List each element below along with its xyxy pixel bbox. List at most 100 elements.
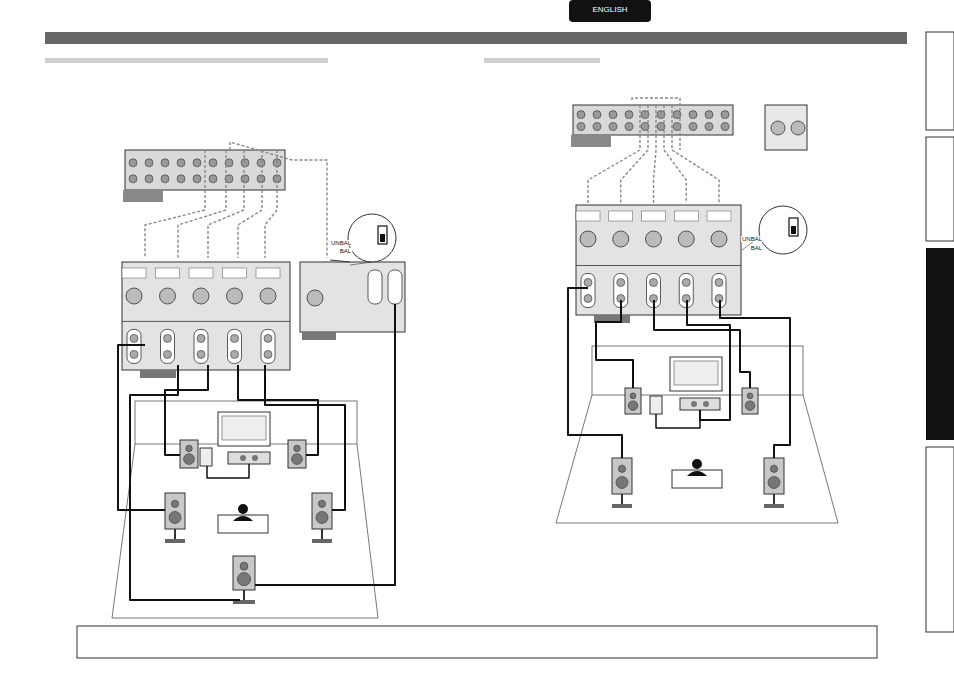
jack [193, 159, 201, 167]
side-tab-active [926, 248, 954, 440]
foot [140, 370, 176, 378]
woofer [768, 476, 780, 488]
room-floor [556, 395, 838, 523]
speaker-wire [118, 345, 165, 510]
binding-post [194, 329, 208, 363]
post [197, 350, 205, 358]
binding-post [161, 329, 175, 363]
jack [241, 175, 249, 183]
post [164, 350, 172, 358]
jack [593, 123, 601, 131]
jack-plate [707, 211, 731, 221]
post [617, 279, 625, 287]
speaker [180, 440, 198, 468]
subheading-bar [45, 58, 328, 63]
shadow [571, 135, 611, 147]
signal-cable [621, 105, 648, 203]
speaker-wire [255, 304, 395, 585]
power-amplifier [576, 205, 741, 315]
jack [721, 123, 729, 131]
jack [625, 123, 633, 131]
woofer [184, 454, 195, 465]
jack-plate [576, 211, 600, 221]
speaker [612, 458, 632, 494]
foot [302, 332, 336, 340]
signal-cable [265, 150, 277, 258]
divider [576, 265, 741, 266]
jack [593, 111, 601, 119]
jack-plate [256, 268, 280, 278]
switch-knob [380, 234, 385, 242]
speaker-wire [130, 365, 240, 600]
signal-cable [238, 150, 262, 258]
language-tab-text: ENGLISH [591, 6, 628, 14]
jack [129, 159, 137, 167]
preamplifier [573, 105, 733, 135]
speaker [312, 493, 332, 529]
tv-screen [222, 416, 266, 440]
post [264, 334, 272, 342]
jack-plate [674, 211, 698, 221]
xlr-jack [646, 231, 662, 247]
tweeter [747, 393, 753, 399]
signal-cable [664, 105, 686, 203]
signal-cable [672, 105, 719, 203]
heading-bar [45, 32, 907, 44]
stand-base [312, 539, 332, 543]
post [264, 350, 272, 358]
leader-line [330, 260, 350, 262]
woofer [169, 511, 181, 523]
switch-knob [791, 226, 796, 234]
woofer [616, 476, 628, 488]
leader-line [350, 262, 372, 265]
jack [161, 159, 169, 167]
subheading-bar [484, 58, 600, 63]
switch [789, 218, 798, 236]
xlr-jack [160, 288, 176, 304]
post [584, 279, 592, 287]
xlr-jack [771, 121, 785, 135]
speaker-wire [720, 300, 790, 458]
post [130, 350, 138, 358]
post [584, 295, 592, 303]
speaker-wire [265, 365, 345, 510]
binding-post [228, 329, 242, 363]
speaker [764, 458, 784, 494]
xlr-jack [126, 288, 142, 304]
stand-base [612, 504, 632, 508]
post [197, 334, 205, 342]
center-speaker [680, 398, 720, 410]
speaker [625, 388, 641, 414]
jack [177, 175, 185, 183]
jack-plate [223, 268, 247, 278]
stand [773, 494, 775, 504]
listener-head [238, 504, 248, 514]
xlr-jack [193, 288, 209, 304]
tweeter [630, 393, 636, 399]
jack [609, 123, 617, 131]
stand-base [764, 504, 784, 508]
tweeter [186, 445, 192, 451]
signal-cable [632, 98, 680, 150]
jack [177, 159, 185, 167]
switch-label: UNBAL [741, 236, 763, 242]
sofa [672, 470, 722, 488]
stand [621, 494, 623, 504]
speaker-wire [656, 410, 700, 428]
speaker-wire [238, 365, 318, 455]
xlr-jack [307, 290, 323, 306]
callout-circle [348, 214, 396, 262]
listener-head [692, 459, 702, 469]
speaker-wire [596, 300, 633, 388]
tv [670, 357, 722, 391]
tv [218, 412, 270, 446]
speaker [742, 388, 758, 414]
woofer [292, 454, 303, 465]
jack [689, 111, 697, 119]
xlr-jack [260, 288, 276, 304]
woofer [240, 455, 246, 461]
switch-label: BAL [750, 245, 763, 251]
signal-cable [654, 105, 657, 203]
post [130, 334, 138, 342]
jack-plate [122, 268, 146, 278]
